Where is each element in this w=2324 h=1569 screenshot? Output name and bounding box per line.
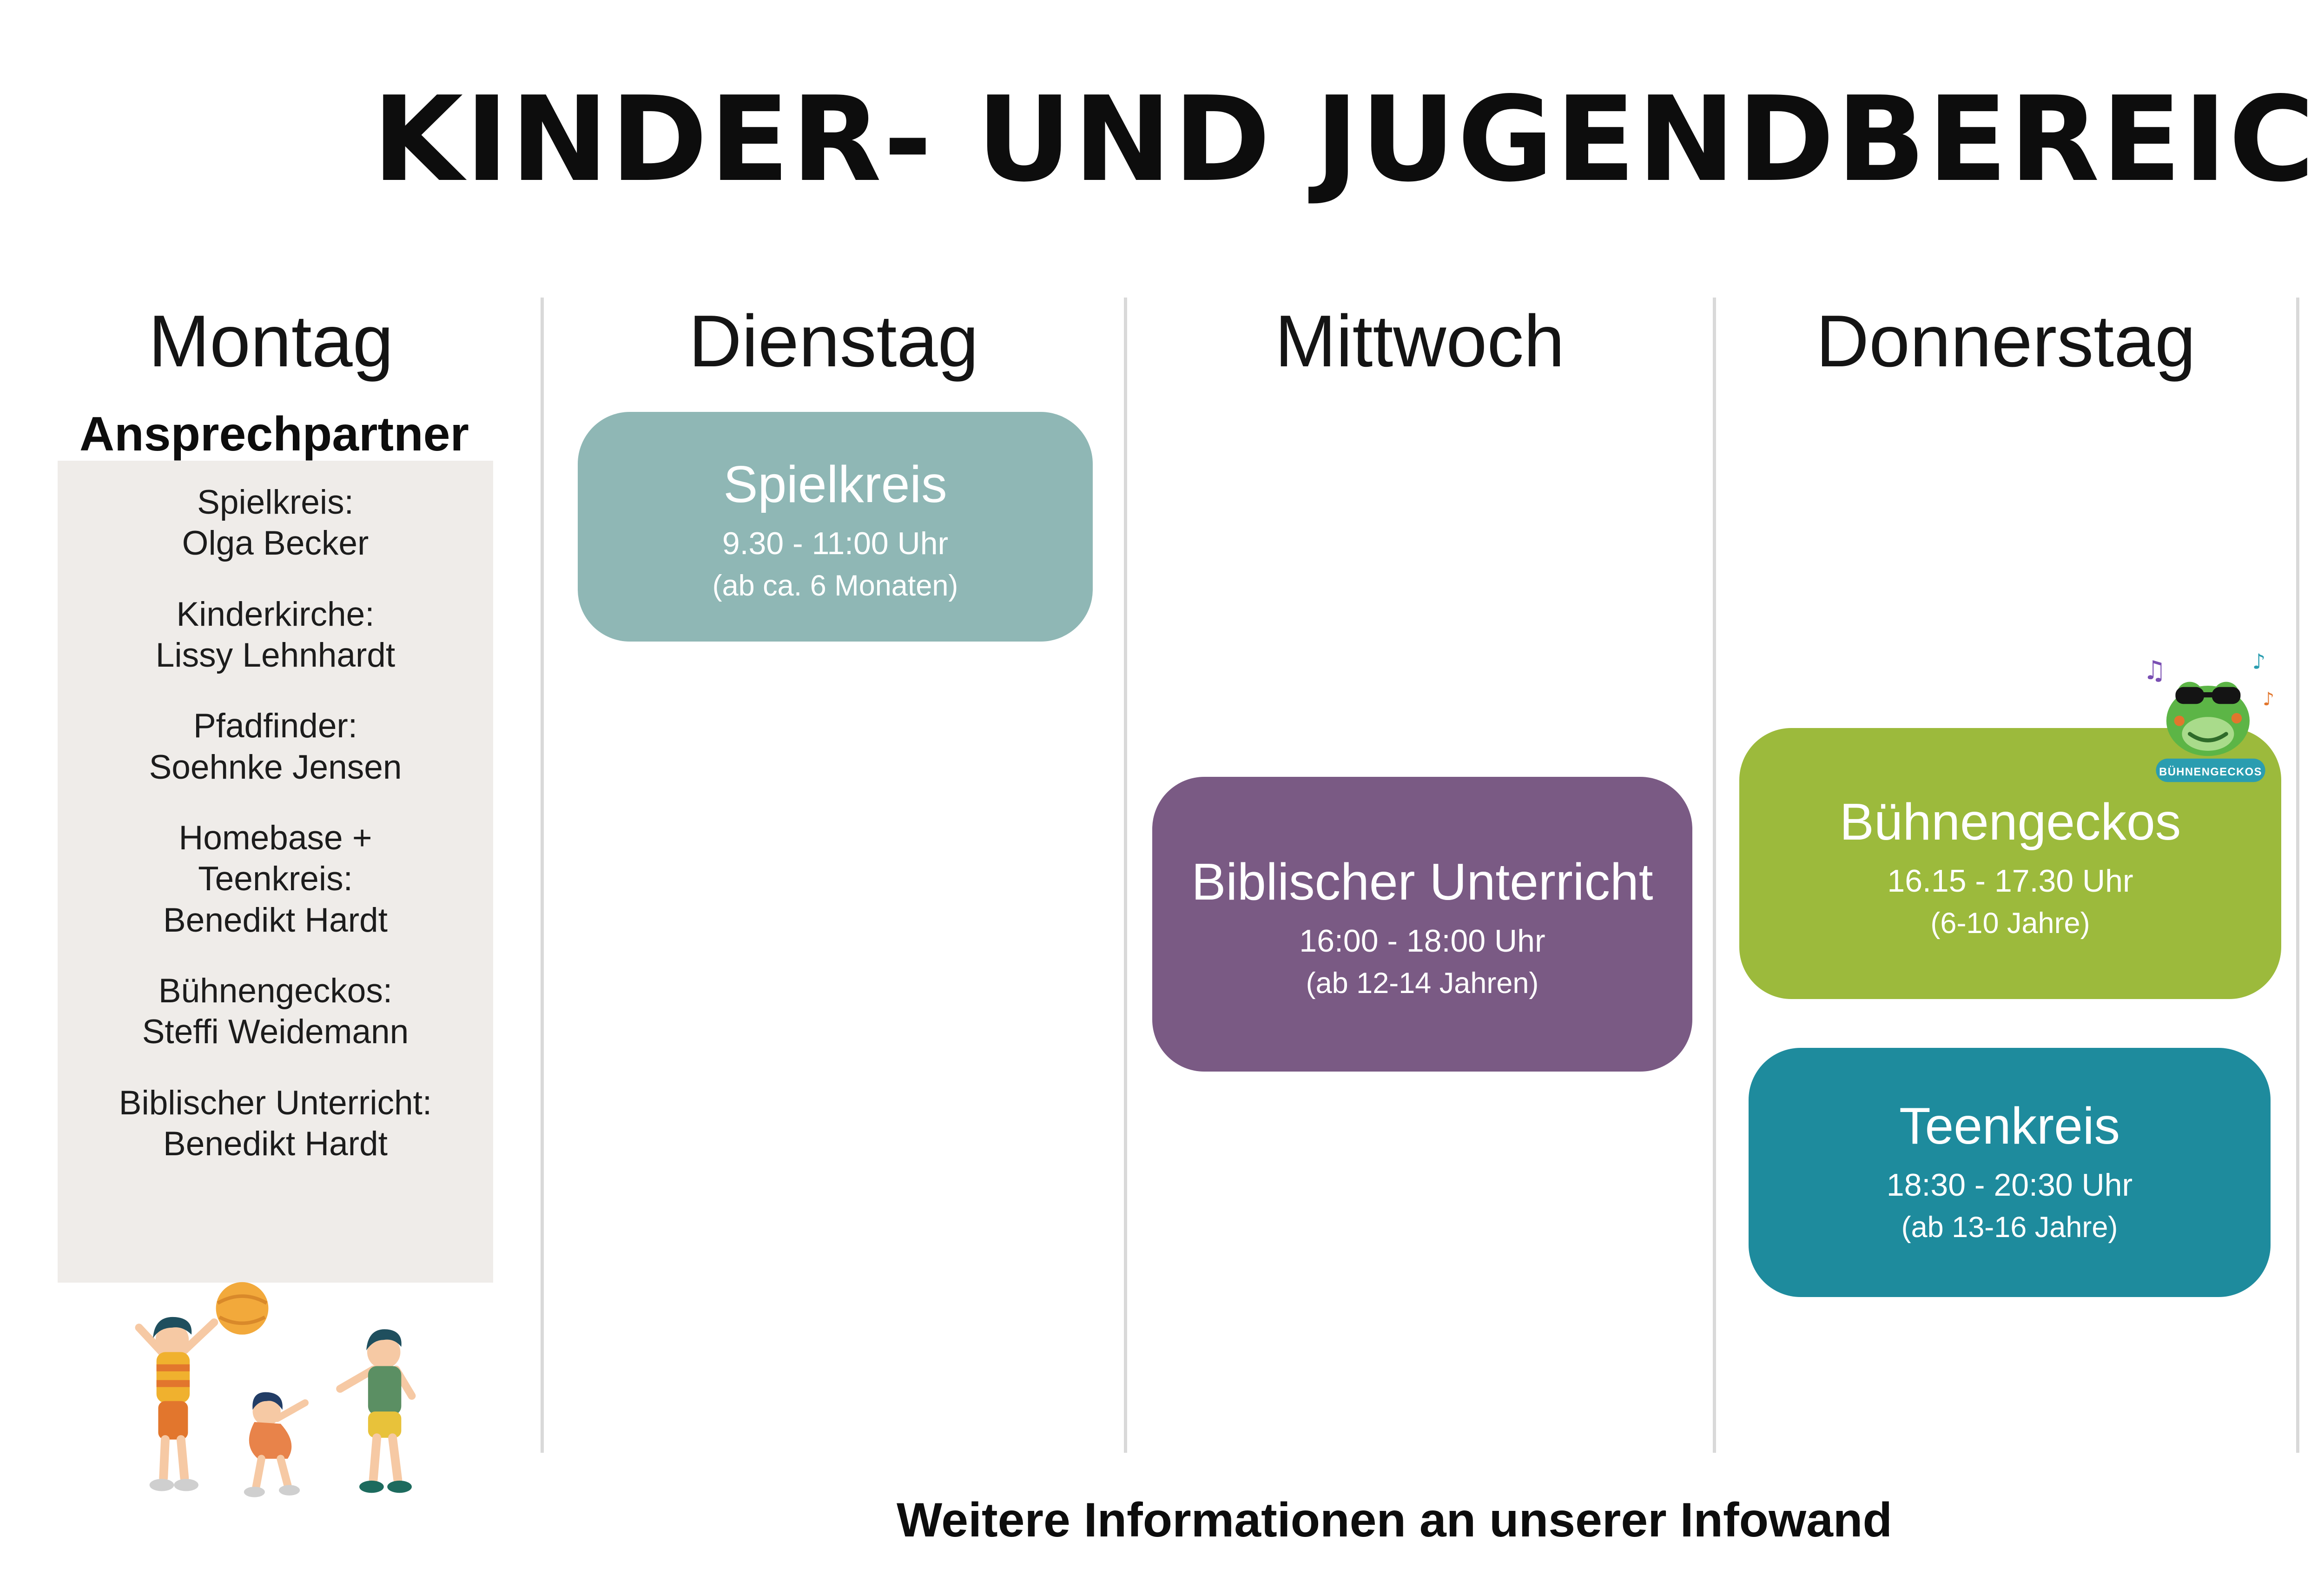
- contact-role: Pfadfinder:: [193, 707, 358, 745]
- child-left: [135, 1317, 218, 1491]
- contact-name: Benedikt Hardt: [163, 1125, 388, 1163]
- svg-text:♪: ♪: [2252, 649, 2266, 674]
- event-title: Bühnengeckos: [1839, 793, 2181, 851]
- contact-entry: Bühnengeckos: Steffi Weidemann: [58, 971, 493, 1053]
- event-biblischer-unterricht: Biblischer Unterricht 16:00 - 18:00 Uhr …: [1152, 777, 1692, 1072]
- contact-role: Spielkreis:: [197, 483, 354, 521]
- event-time: 18:30 - 20:30 Uhr: [1886, 1167, 2133, 1203]
- gecko-banner-label: BÜHNENGECKOS: [2159, 766, 2262, 778]
- child-middle: [244, 1392, 309, 1497]
- column-divider: [2296, 298, 2299, 1453]
- contact-entry: Kinderkirche: Lissy Lehnhardt: [58, 594, 493, 676]
- contacts-panel: Spielkreis: Olga Becker Kinderkirche: Li…: [58, 461, 493, 1283]
- column-divider: [1124, 298, 1127, 1453]
- contact-entry: Pfadfinder: Soehnke Jensen: [58, 706, 493, 788]
- footer-note: Weitere Informationen an unserer Infowan…: [897, 1493, 1892, 1547]
- contact-entry: Spielkreis: Olga Becker: [58, 482, 493, 564]
- day-header-montag: Montag: [148, 300, 394, 382]
- gecko-banner: [2156, 758, 2265, 782]
- contacts-heading: Ansprechpartner: [79, 407, 469, 461]
- contact-role: Biblischer Unterricht:: [119, 1084, 432, 1122]
- day-header-dienstag: Dienstag: [688, 300, 979, 382]
- event-age: (6-10 Jahre): [1930, 907, 2090, 940]
- contact-role: Kinderkirche:: [176, 595, 375, 633]
- event-age: (ab 12-14 Jahren): [1306, 967, 1539, 1000]
- event-title: Biblischer Unterricht: [1191, 853, 1653, 911]
- contact-name: Steffi Weidemann: [142, 1013, 409, 1051]
- child-right: [336, 1329, 416, 1493]
- column-divider: [541, 298, 544, 1453]
- contact-role: Homebase + Teenkreis:: [178, 819, 372, 898]
- event-spielkreis: Spielkreis 9.30 - 11:00 Uhr (ab ca. 6 Mo…: [578, 412, 1093, 642]
- contact-name: Olga Becker: [182, 524, 369, 563]
- contact-entry: Homebase + Teenkreis: Benedikt Hardt: [58, 818, 493, 941]
- contact-entry: Biblischer Unterricht: Benedikt Hardt: [58, 1083, 493, 1165]
- children-playing-illustration: [135, 1282, 416, 1497]
- day-header-donnerstag: Donnerstag: [1816, 300, 2196, 382]
- column-divider: [1713, 298, 1716, 1453]
- contact-name: Benedikt Hardt: [163, 901, 388, 939]
- event-title: Spielkreis: [723, 456, 947, 513]
- ball-icon: [216, 1282, 269, 1335]
- poster-title: KINDER- UND JUGENDBEREICH: [372, 72, 2324, 208]
- contact-role: Bühnengeckos:: [158, 972, 393, 1010]
- day-header-freitag: Freitag: [2298, 305, 2324, 378]
- buehnengeckos-mascot-icon: ♫ ♪ ♪ BÜHNENGECKOS: [2143, 649, 2274, 782]
- day-header-mittwoch: Mittwoch: [1274, 300, 1565, 382]
- contact-name: Lissy Lehnhardt: [155, 636, 396, 674]
- event-time: 9.30 - 11:00 Uhr: [722, 526, 949, 562]
- event-time: 16.15 - 17.30 Uhr: [1887, 863, 2133, 899]
- contact-name: Soehnke Jensen: [149, 748, 402, 786]
- event-time: 16:00 - 18:00 Uhr: [1299, 923, 1545, 959]
- event-teenkreis: Teenkreis 18:30 - 20:30 Uhr (ab 13-16 Ja…: [1749, 1048, 2271, 1297]
- svg-text:♪: ♪: [2263, 689, 2274, 710]
- event-age: (ab ca. 6 Monaten): [712, 569, 958, 602]
- event-title: Teenkreis: [1899, 1097, 2120, 1155]
- svg-text:♫: ♫: [2143, 655, 2166, 686]
- event-age: (ab 13-16 Jahre): [1901, 1211, 2118, 1244]
